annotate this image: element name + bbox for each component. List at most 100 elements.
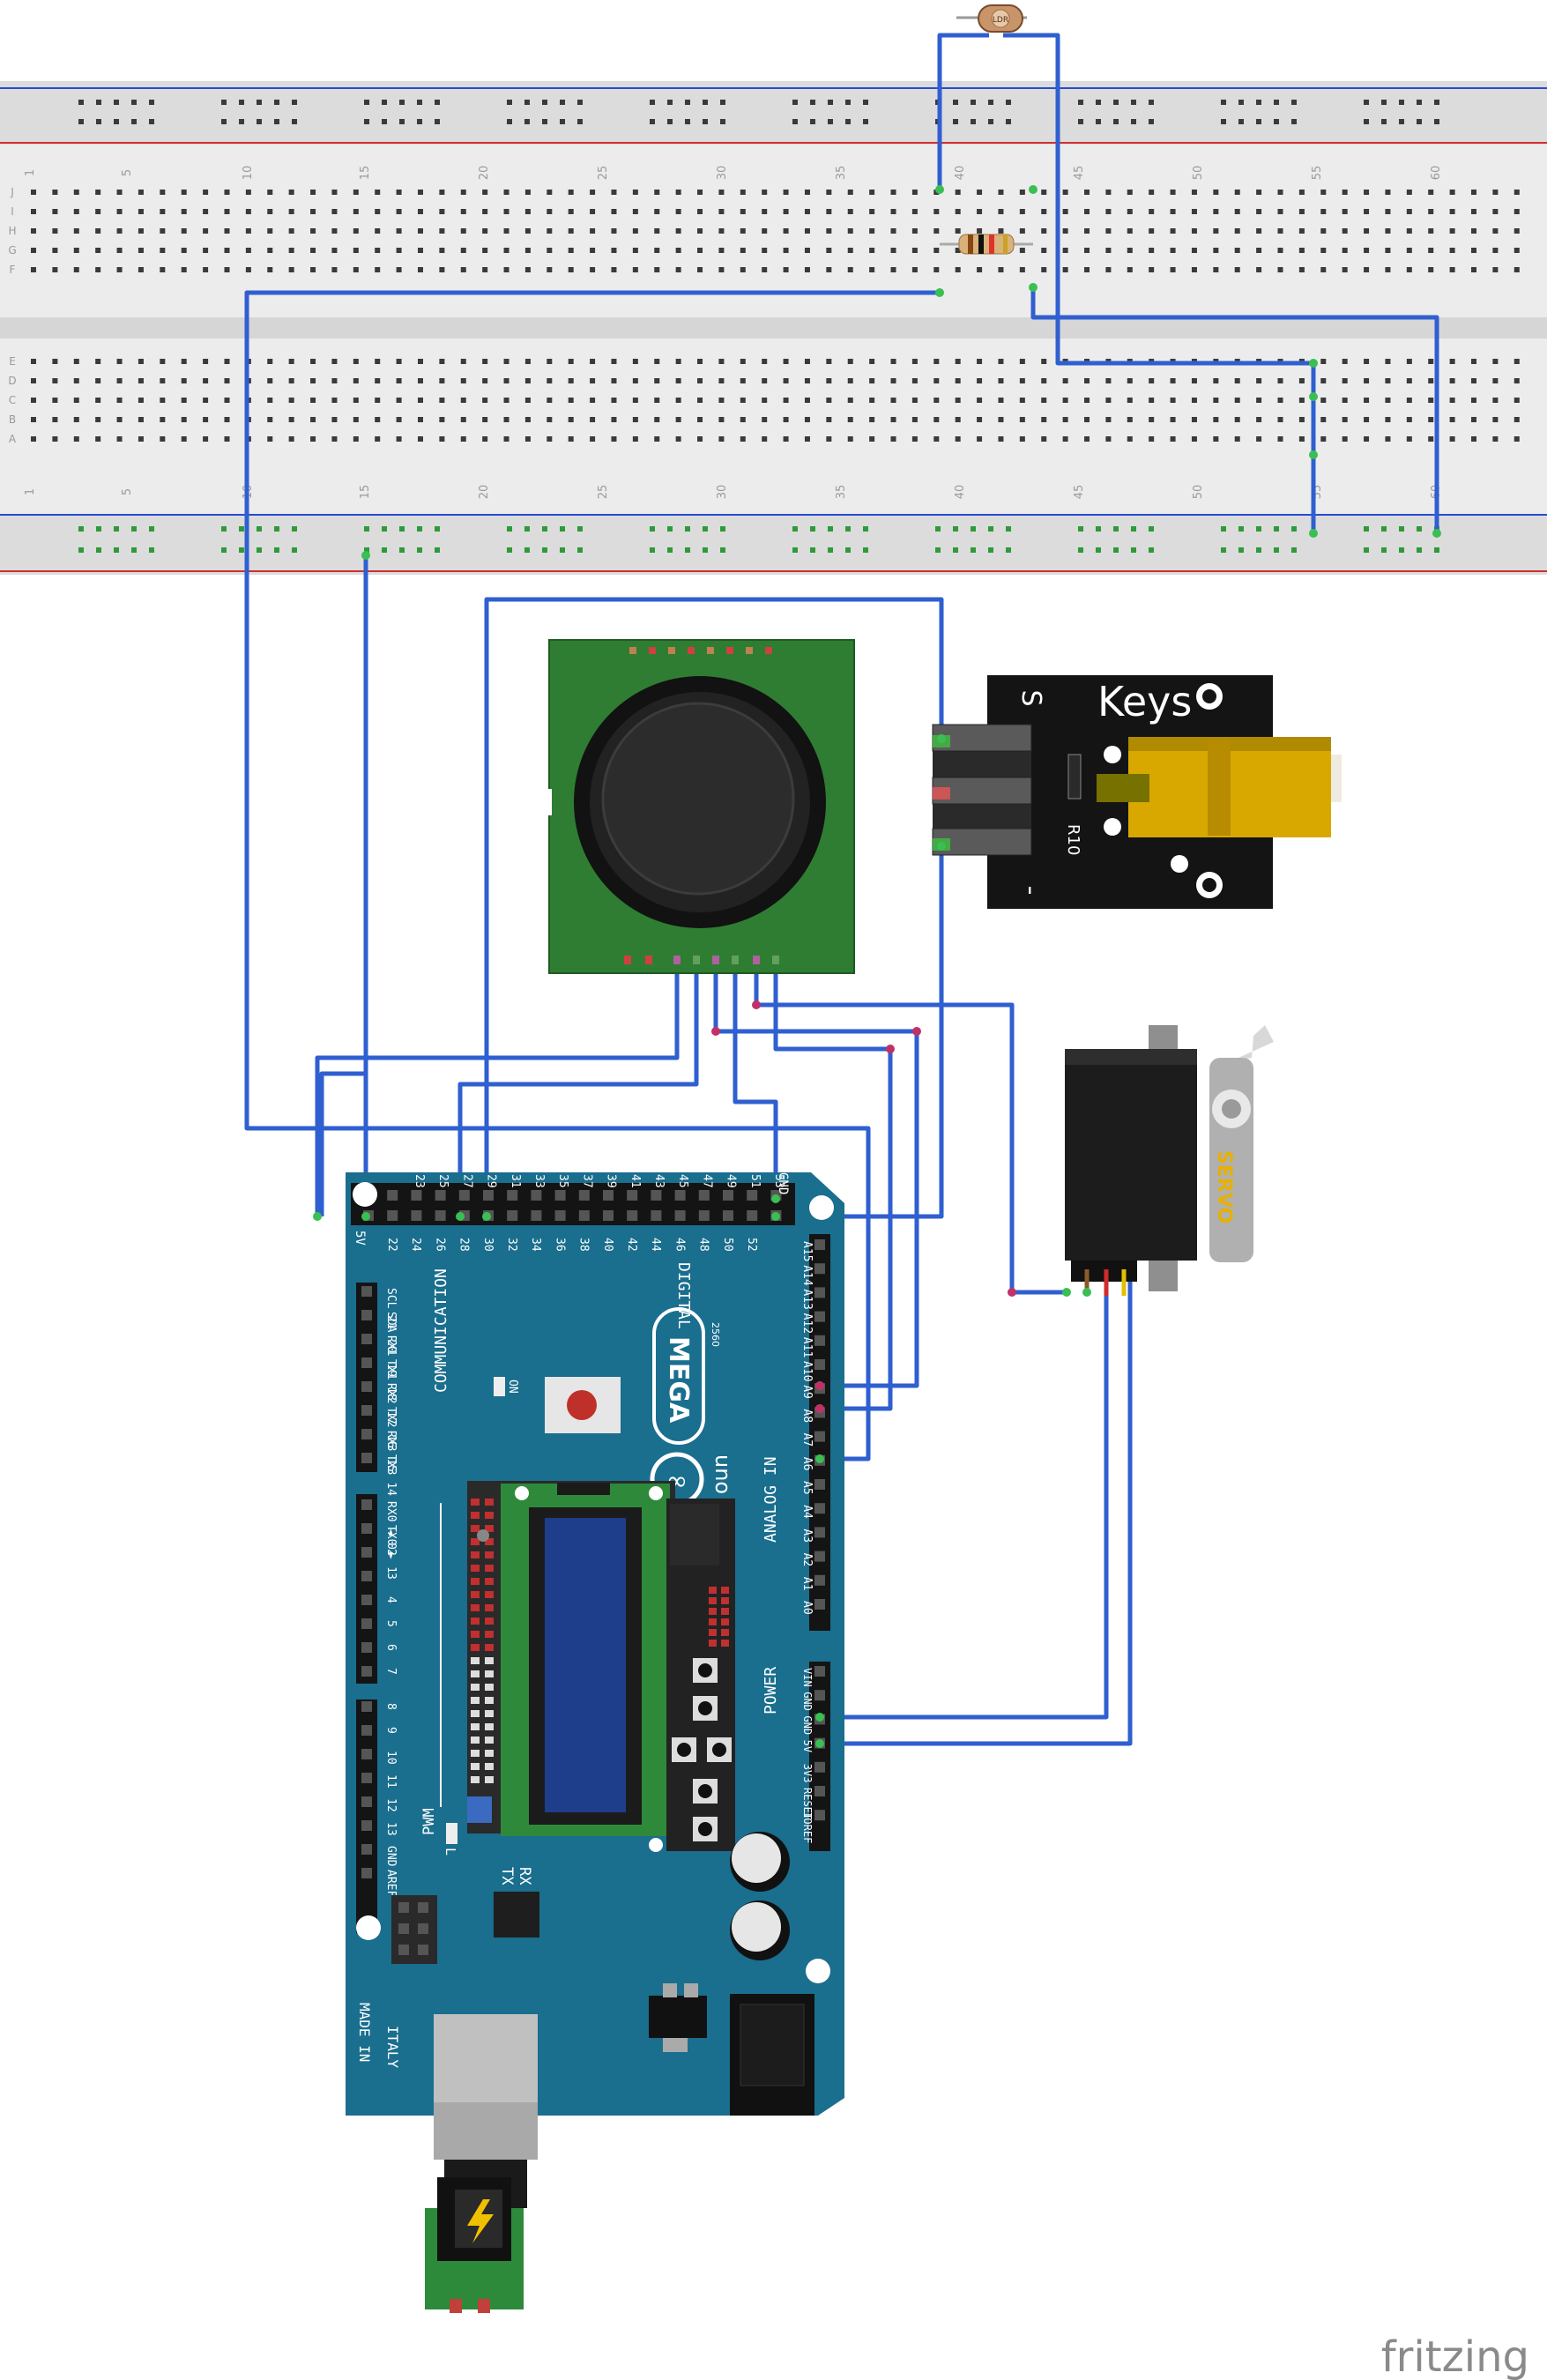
power-label: POWER — [762, 1667, 780, 1714]
digital-pin-label: 38 — [577, 1238, 591, 1252]
servo: SERVO — [1065, 1025, 1274, 1296]
breadboard-row-letter: B — [9, 413, 16, 426]
joystick-notch — [539, 789, 552, 815]
joystick-module — [539, 639, 855, 974]
digital-pin-label: 49 — [725, 1174, 738, 1188]
laser-pin-minus: - — [1015, 886, 1046, 896]
breadboard-row-letter: C — [9, 394, 16, 406]
breadboard-column-number: 20 — [478, 166, 491, 181]
digital-pin-label: 43 — [652, 1174, 666, 1188]
digital-pin-label: 50 — [721, 1238, 734, 1252]
digital-pin-label: 46 — [673, 1238, 686, 1252]
breadboard-column-number: 30 — [716, 485, 729, 500]
made-in-label: MADE IN — [356, 2003, 373, 2062]
wire-servo-5v — [820, 1269, 1133, 1746]
wire-ldr-left — [937, 33, 989, 190]
laser-resistor-label: R10 — [1064, 824, 1082, 855]
on-label: ON — [506, 1380, 519, 1394]
breadboard-column-number: 55 — [1311, 166, 1324, 181]
italy-label: ITALY — [384, 2026, 401, 2069]
digital-pin-label: 27 — [460, 1174, 473, 1188]
analog-pin-label: A5 — [800, 1481, 814, 1495]
breadboard-column-number: 5 — [121, 169, 134, 176]
power-pin-label: IOREF — [801, 1811, 814, 1843]
wire-endpoints — [313, 185, 1441, 1748]
analog-pin-label: A3 — [800, 1528, 814, 1543]
breadboard-row-letter: D — [8, 375, 16, 387]
breadboard-column-number: 20 — [478, 485, 491, 500]
left-pin-label: TX1 18 — [384, 1359, 398, 1401]
analog-pin-label: A7 — [800, 1433, 814, 1447]
analog-pin-label: A10 — [800, 1361, 814, 1381]
digital-pin-label: 28 — [457, 1238, 471, 1252]
left-pin-label: 12 — [384, 1798, 398, 1812]
analog-pin-label: A12 — [800, 1313, 814, 1334]
analog-pin-label: A15 — [800, 1241, 814, 1261]
power-bolt-icon — [467, 2199, 494, 2243]
wire-joy-2 — [457, 961, 699, 1216]
digital-pin-label: 24 — [409, 1238, 422, 1252]
lcd-shield — [467, 1481, 735, 1851]
digital-pin-label: 34 — [529, 1238, 542, 1252]
left-pin-label: 2 — [384, 1549, 398, 1556]
breadboard-column-number: 40 — [954, 485, 967, 500]
analog-label: ANALOG IN — [762, 1456, 780, 1543]
resistor — [940, 234, 1033, 255]
header-gnd-label: GND — [776, 1172, 790, 1194]
power-pin-label: 3V3 — [801, 1764, 814, 1783]
digital-pin-label: 31 — [509, 1174, 522, 1188]
photoresistor: LDR — [956, 4, 1027, 33]
left-pin-label: 10 — [384, 1751, 398, 1765]
digital-pin-label: 48 — [697, 1238, 710, 1252]
power-pin-label: 5V — [801, 1740, 814, 1752]
wire-joy-1 — [315, 961, 680, 1216]
analog-pin-label: A1 — [800, 1577, 814, 1591]
left-pin-label: TX2 16 — [384, 1407, 398, 1448]
left-pin-label: 7 — [384, 1668, 398, 1675]
breadboard-row-letter: E — [9, 355, 16, 368]
left-pin-label: 9 — [384, 1727, 398, 1734]
left-pin-label: 13 — [384, 1822, 398, 1836]
left-pin-label: GND — [384, 1846, 398, 1867]
breadboard-row-letter: F — [10, 264, 16, 276]
left-pin-label: 6 — [384, 1644, 398, 1651]
center-channel — [0, 317, 1547, 338]
breadboard-column-number: 50 — [1192, 166, 1205, 181]
breadboard-row-letter: A — [9, 433, 17, 445]
digital-pin-label: 45 — [676, 1174, 689, 1188]
left-pin-label: 8 — [384, 1703, 398, 1710]
digital-pin-label: 51 — [748, 1174, 762, 1188]
wire-servo-gnd — [820, 1269, 1109, 1720]
digital-pin-label: 52 — [745, 1238, 758, 1252]
left-pin-label: RX2 17 — [384, 1383, 398, 1424]
digital-pin-label: 29 — [485, 1174, 498, 1188]
wire-ldr-right — [1003, 33, 1316, 533]
power-pin-label: GND — [801, 1692, 814, 1711]
laser-pin-s: S — [1015, 689, 1046, 706]
left-pin-label: RX3 15 — [384, 1431, 398, 1472]
breadboard-row-letter: H — [8, 225, 16, 237]
left-pin-label: 3 — [384, 1573, 398, 1580]
digital-pin-label: 36 — [553, 1238, 566, 1252]
breadboard-column-number: 50 — [1192, 485, 1205, 500]
laser-brand: Keys — [1097, 678, 1192, 725]
analog-pin-label: A0 — [800, 1601, 814, 1615]
pwm-label: PWM — [420, 1808, 438, 1835]
breadboard-column-number: 45 — [1073, 485, 1086, 500]
digital-pin-label: 42 — [625, 1238, 638, 1252]
breadboard-column-number: 25 — [597, 166, 610, 181]
wire-joy-5 — [754, 961, 1067, 1295]
digital-label: DIGITAL — [674, 1262, 693, 1329]
photoresistor-label: LDR — [993, 16, 1008, 25]
digital-pin-label: 53 — [772, 1174, 785, 1188]
breadboard-column-number: 45 — [1073, 166, 1086, 181]
lcd-screen — [545, 1518, 626, 1812]
left-pin-label: TX0 ► 1 — [384, 1525, 398, 1573]
left-pin-label: SCL 21 — [384, 1288, 398, 1329]
left-pin-label: 5 — [384, 1620, 398, 1627]
analog-pin-label: A13 — [800, 1289, 814, 1309]
breadboard-row-letter: J — [10, 186, 14, 198]
digital-pin-label: 37 — [580, 1174, 593, 1188]
digital-pin-label: 35 — [556, 1174, 569, 1188]
